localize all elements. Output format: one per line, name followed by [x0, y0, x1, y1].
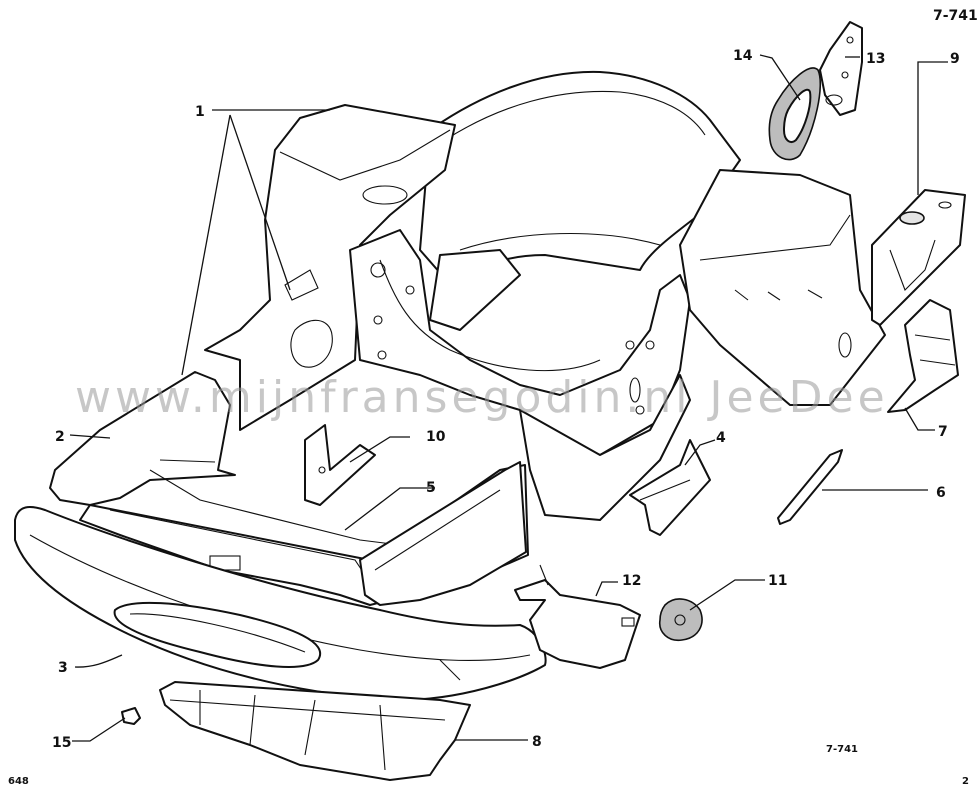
bracket-part-4 — [629, 439, 711, 536]
seal-part-14 — [768, 67, 822, 161]
strip-part-6 — [777, 449, 843, 525]
page-number-right: 2 — [962, 776, 969, 787]
figure-code-bottom: 7-741 — [826, 744, 858, 755]
undertray-part-8 — [159, 681, 471, 781]
callout-12: 12 — [622, 573, 641, 589]
body-shell-part-1 — [204, 70, 886, 521]
bracket-part-9 — [871, 189, 966, 326]
plate-part-13 — [819, 21, 863, 116]
callout-10: 10 — [426, 429, 446, 445]
callout-3: 3 — [58, 660, 68, 676]
nut-part-15 — [121, 707, 141, 725]
callout-5: 5 — [426, 480, 436, 496]
callout-15: 15 — [52, 735, 71, 751]
callout-labels: 1 2 3 4 5 6 7 8 9 10 11 12 13 14 15 — [52, 48, 960, 751]
callout-6: 6 — [936, 485, 946, 501]
figure-code-top: 7-741 — [933, 8, 978, 24]
callout-9: 9 — [950, 51, 960, 67]
page-number-left: 648 — [8, 776, 29, 787]
callout-1: 1 — [195, 104, 205, 120]
grommet-part-11 — [658, 598, 703, 642]
panel-part-12 — [514, 564, 641, 669]
callout-7: 7 — [938, 424, 948, 440]
callout-14: 14 — [733, 48, 753, 64]
bracket-part-7 — [887, 299, 959, 413]
leader-lines — [69, 54, 948, 742]
front-spoiler-part-3 — [14, 506, 547, 701]
callout-8: 8 — [532, 734, 542, 750]
bracket-part-10 — [304, 424, 376, 506]
callout-4: 4 — [716, 430, 726, 446]
callout-2: 2 — [55, 429, 65, 445]
fender-panel-part-5 — [359, 461, 527, 606]
callout-13: 13 — [866, 51, 885, 67]
watermark: www.mijnfransegodin.nl JeeDee — [75, 372, 889, 423]
callout-11: 11 — [768, 573, 787, 589]
